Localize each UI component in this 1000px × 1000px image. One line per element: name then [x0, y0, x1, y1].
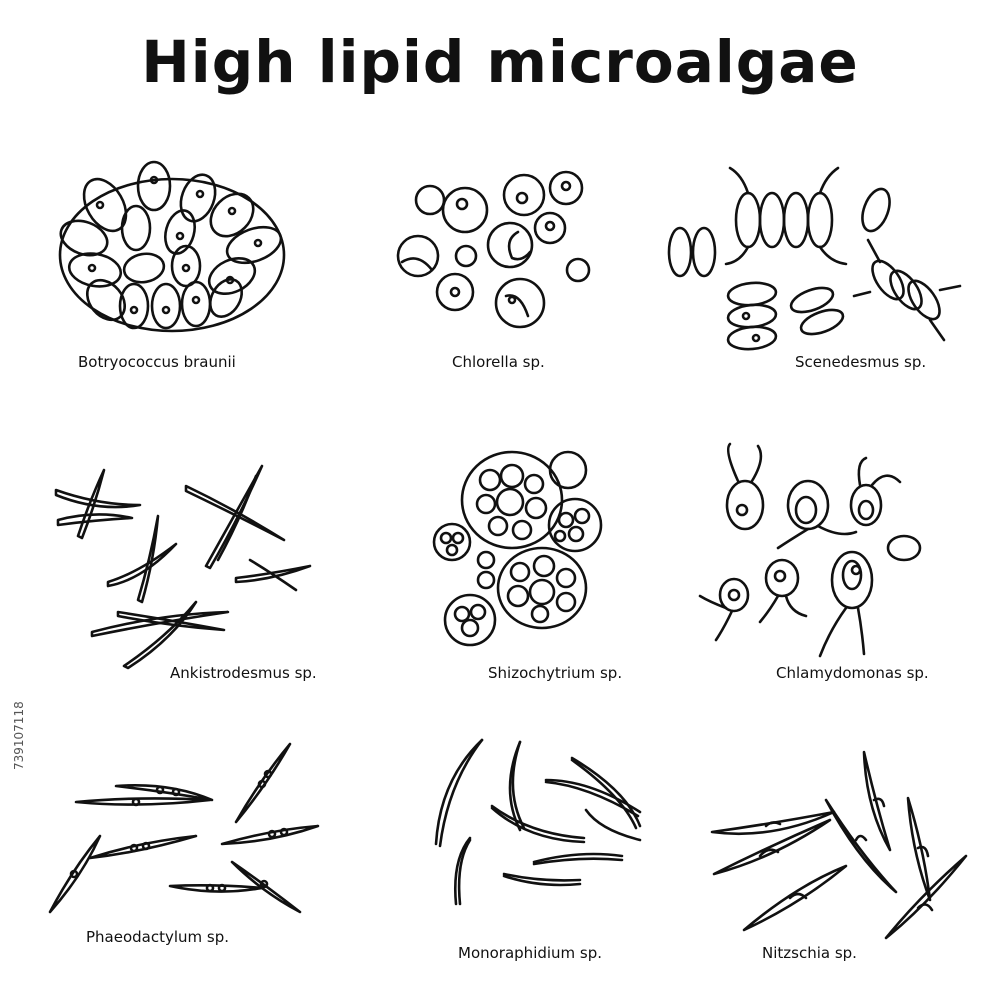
page-title: High lipid microalgae	[141, 28, 859, 96]
label-shizochytrium: Shizochytrium sp.	[488, 664, 623, 682]
shizochytrium-illustration	[432, 450, 603, 647]
label-scenedesmus: Scenedesmus sp.	[795, 353, 927, 371]
monoraphidium-illustration	[434, 738, 642, 906]
chlamydomonas-illustration	[698, 442, 922, 658]
nitzschia-illustration	[710, 750, 968, 940]
label-botryococcus: Botryococcus braunii	[78, 353, 236, 371]
label-chlorella: Chlorella sp.	[452, 353, 545, 371]
label-ankistrodesmus: Ankistrodesmus sp.	[170, 664, 317, 682]
botryococcus-illustration	[58, 160, 286, 333]
label-nitzschia: Nitzschia sp.	[762, 944, 857, 962]
label-chlamydomonas: Chlamydomonas sp.	[776, 664, 929, 682]
label-monoraphidium: Monoraphidium sp.	[458, 944, 603, 962]
chlorella-illustration	[396, 170, 591, 329]
ankistrodesmus-illustration	[54, 464, 312, 670]
scenedesmus-illustration	[667, 166, 962, 351]
phaeodactylum-illustration	[48, 742, 320, 914]
label-phaeodactylum: Phaeodactylum sp.	[86, 928, 230, 946]
